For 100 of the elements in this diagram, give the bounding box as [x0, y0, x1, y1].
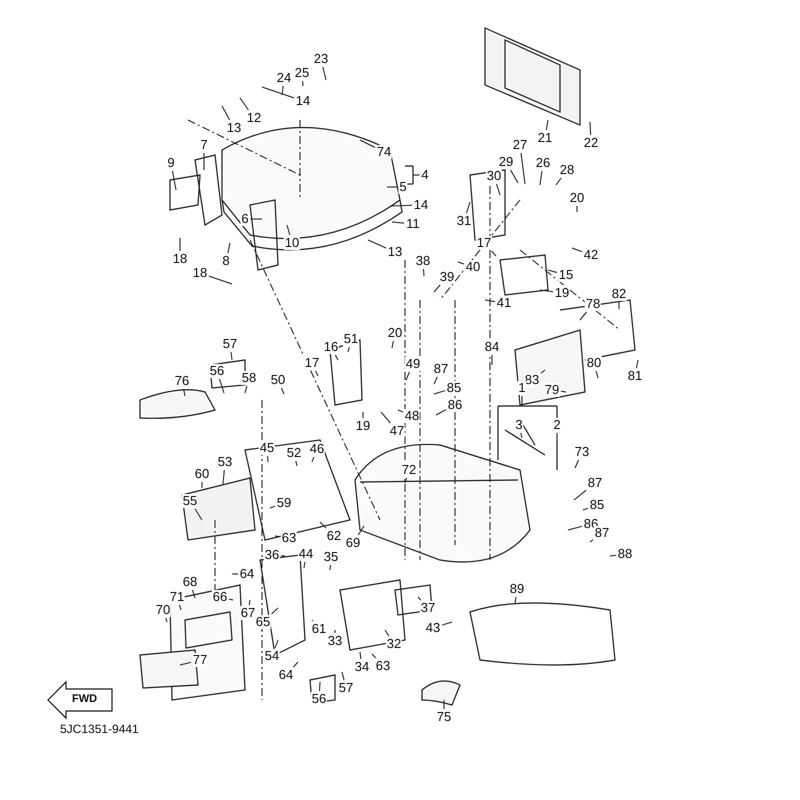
callout-number: 79	[544, 383, 560, 397]
callout-number: 27	[512, 138, 528, 152]
callout-number: 20	[386, 326, 404, 340]
leader-line	[372, 654, 376, 658]
callout-number: 17	[476, 236, 492, 250]
callout-number: 30	[486, 169, 502, 183]
leader-line	[458, 262, 464, 264]
callout-number: 13	[226, 121, 242, 135]
callout-number: 11	[405, 217, 421, 231]
leader-line	[596, 370, 598, 378]
leader-line	[610, 554, 616, 556]
leader-line	[423, 268, 424, 276]
callout-number: 15	[558, 268, 574, 282]
leader-line	[590, 539, 594, 542]
leader-line	[636, 360, 638, 368]
leader-line	[250, 218, 262, 220]
leader-line	[548, 270, 558, 273]
leader-line	[304, 562, 306, 568]
leader-line	[520, 152, 526, 184]
callout-number: 58	[240, 371, 258, 385]
callout-number: 21	[536, 131, 554, 145]
leader-line	[222, 106, 230, 120]
leader-line	[390, 204, 412, 206]
callout-number: 25	[294, 66, 310, 80]
callout-number: 85	[446, 381, 462, 395]
leader-line	[514, 596, 516, 604]
leader-line	[228, 598, 234, 600]
callout-number: 24	[276, 71, 292, 85]
callout-number: 61	[310, 622, 328, 636]
callout-number: 63	[374, 659, 392, 673]
leader-line	[574, 490, 586, 500]
leader-line	[404, 478, 407, 484]
callout-number: 54	[264, 649, 280, 663]
leader-line	[568, 526, 582, 530]
callout-number: 22	[582, 136, 600, 150]
leader-line	[436, 409, 446, 416]
callout-number: 83	[524, 373, 540, 387]
leader-line	[392, 222, 404, 224]
leader-line	[222, 470, 225, 484]
callout-number: 56	[310, 692, 328, 706]
leader-line	[520, 432, 522, 438]
leader-line	[442, 622, 452, 626]
leader-line	[496, 184, 500, 196]
leader-line	[334, 354, 338, 360]
leader-line	[358, 526, 364, 536]
leader-line	[546, 120, 548, 130]
leader-line	[368, 240, 386, 248]
callout-number: 77	[192, 653, 208, 667]
leader-line	[302, 80, 304, 86]
leader-line	[590, 122, 592, 136]
callout-number: 1	[517, 381, 527, 395]
callout-number: 42	[582, 248, 600, 262]
callout-number: 7	[199, 138, 209, 152]
leader-line	[540, 290, 554, 292]
callout-number: 73	[574, 445, 590, 459]
callout-number: 34	[354, 660, 370, 674]
callout-number: 16	[322, 340, 340, 354]
callout-number: 39	[438, 270, 456, 284]
callout-number: 67	[240, 606, 256, 620]
callout-number: 78	[584, 297, 602, 311]
leader-line	[576, 206, 578, 212]
leader-line	[418, 596, 422, 600]
callout-number: 53	[216, 455, 234, 469]
callout-number: 43	[424, 621, 442, 635]
callout-number: 35	[322, 550, 340, 564]
leader-line	[618, 302, 620, 310]
leader-line	[180, 662, 192, 666]
callout-number: 45	[258, 441, 276, 455]
drawing-number: 5JC1351-9441	[60, 722, 139, 736]
callout-number: 36	[264, 548, 280, 562]
leader-line	[360, 140, 376, 148]
callout-number: 80	[586, 356, 602, 370]
leader-line	[412, 174, 420, 176]
leader-line	[172, 170, 176, 190]
callout-number: 38	[414, 254, 432, 268]
callout-number: 29	[498, 155, 514, 169]
callout-number: 68	[182, 575, 198, 589]
leader-line	[406, 372, 410, 380]
callout-number: 86	[446, 398, 464, 412]
leader-line	[208, 276, 232, 284]
callout-number: 88	[616, 547, 634, 561]
leader-line	[271, 608, 278, 614]
callout-number: 18	[192, 266, 208, 280]
callout-number: 75	[436, 710, 452, 724]
leader-line	[240, 98, 249, 110]
callout-number: 10	[284, 236, 300, 250]
callout-number: 46	[308, 442, 326, 456]
callout-number: 52	[286, 446, 302, 460]
callout-number: 70	[154, 603, 172, 617]
callout-number: 40	[464, 260, 482, 274]
leader-line	[280, 555, 286, 556]
leader-line	[230, 352, 232, 360]
callout-number: 31	[456, 214, 472, 228]
callout-number: 89	[508, 582, 526, 596]
callout-number: 47	[388, 424, 406, 438]
leader-line	[292, 662, 298, 668]
callout-number: 49	[404, 357, 422, 371]
leader-line	[270, 506, 276, 508]
callout-number: 48	[404, 409, 420, 423]
leader-line	[165, 618, 168, 622]
